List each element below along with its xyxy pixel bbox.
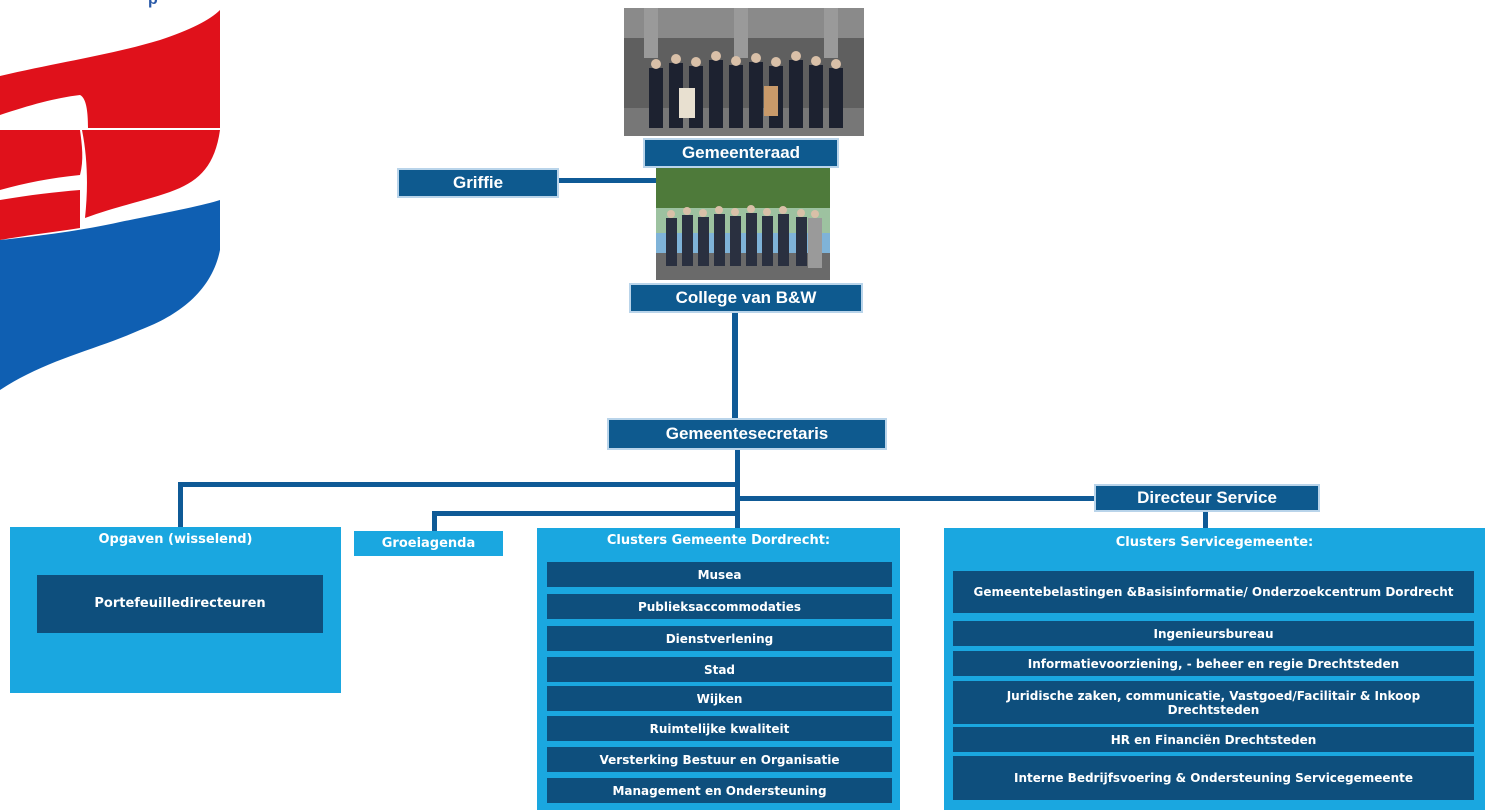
cluster-item-musea: Musea — [547, 562, 892, 587]
gemeenteraad-box: Gemeenteraad — [643, 138, 839, 168]
council-group-photo — [624, 8, 864, 136]
opgaven-title: Opgaven (wisselend) — [98, 532, 253, 547]
connector-groeiagenda — [432, 511, 737, 516]
connector-opgaven-drop — [178, 482, 183, 528]
clusters-service-panel: Clusters Servicegemeente: Gemeentebelast… — [944, 528, 1485, 810]
service-item-hr-financien: HR en Financiën Drechtsteden — [953, 727, 1474, 752]
cluster-item-ruimtelijke-kwaliteit: Ruimtelijke kwaliteit — [547, 716, 892, 741]
dordrecht-logo-icon — [0, 0, 240, 420]
connector-horizontal-top — [178, 482, 740, 487]
griffie-box: Griffie — [397, 168, 559, 198]
cluster-item-management-ondersteuning: Management en Ondersteuning — [547, 778, 892, 803]
opgaven-panel: Opgaven (wisselend) Portefeuilledirecteu… — [10, 527, 341, 693]
connector-service-drop — [1203, 508, 1208, 528]
portefeuilledirecteuren-box: Portefeuilledirecteuren — [37, 575, 323, 633]
connector-secretaris-down — [735, 450, 740, 530]
logo-fragment-text: p — [148, 0, 158, 9]
service-item-informatievoorziening: Informatievoorziening, - beheer en regie… — [953, 651, 1474, 676]
college-box: College van B&W — [629, 283, 863, 313]
service-item-gemeentebelastingen: Gemeentebelastingen &Basisinformatie/ On… — [953, 571, 1474, 613]
clusters-dordrecht-panel: Clusters Gemeente Dordrecht: Musea Publi… — [537, 528, 900, 810]
directeur-service-box: Directeur Service — [1094, 484, 1320, 512]
cluster-item-stad: Stad — [547, 657, 892, 682]
clusters-dordrecht-title: Clusters Gemeente Dordrecht: — [606, 533, 831, 548]
cluster-item-dienstverlening: Dienstverlening — [547, 626, 892, 651]
cluster-item-wijken: Wijken — [547, 686, 892, 711]
cluster-item-versterking-bestuur: Versterking Bestuur en Organisatie — [547, 747, 892, 772]
college-group-photo — [656, 168, 830, 280]
groeiagenda-label: Groeiagenda — [381, 536, 476, 551]
service-item-interne-bedrijfsvoering: Interne Bedrijfsvoering & Ondersteuning … — [953, 756, 1474, 800]
groeiagenda-panel: Groeiagenda — [354, 531, 503, 556]
connector-groeiagenda-drop — [432, 511, 437, 531]
gemeentesecretaris-box: Gemeentesecretaris — [607, 418, 887, 450]
service-item-ingenieursbureau: Ingenieursbureau — [953, 621, 1474, 646]
clusters-service-title: Clusters Servicegemeente: — [1115, 535, 1314, 550]
cluster-item-publieksaccommodaties: Publieksaccommodaties — [547, 594, 892, 619]
connector-griffie — [556, 178, 656, 183]
connector-college-secretaris — [732, 313, 738, 420]
service-item-juridische-zaken: Juridische zaken, communicatie, Vastgoed… — [953, 681, 1474, 724]
connector-directeur-service — [735, 496, 1095, 501]
